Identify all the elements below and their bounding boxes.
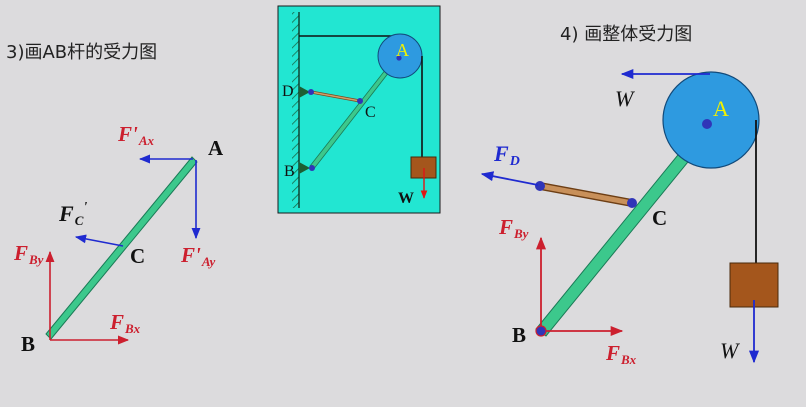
inset-weight-label: W	[398, 190, 414, 207]
inset-point-a: A	[396, 40, 409, 60]
left-point-a: A	[208, 136, 224, 160]
left-point-b: B	[21, 332, 36, 356]
right-label-fbx: FBx	[606, 341, 637, 367]
left-point-c: C	[130, 244, 146, 268]
right-label-fby: FBy	[499, 215, 529, 241]
right-pin-b	[535, 325, 547, 337]
right-point-b: B	[512, 323, 527, 347]
inset-figure	[277, 5, 441, 214]
right-point-a: A	[713, 96, 729, 121]
right-arrow-fd	[480, 171, 539, 186]
left-arrow-fc	[74, 234, 124, 247]
right-label-fd: FD	[494, 141, 520, 169]
left-rod	[45, 156, 198, 340]
inset-point-d: D	[282, 83, 294, 100]
hatched-wall-icon	[292, 12, 299, 208]
right-label-w-bottom: W	[720, 338, 739, 363]
left-label-fby: FBy	[14, 241, 44, 267]
right-point-c: C	[652, 206, 668, 230]
right-weight-block-icon	[729, 262, 779, 308]
left-label-fax: F'Ax	[118, 122, 155, 148]
right-pulley-icon	[662, 71, 760, 169]
right-fbd	[480, 68, 779, 364]
left-fbd	[45, 154, 201, 345]
right-caption: 4) 画整体受力图	[560, 24, 693, 45]
left-label-fay: F'Ay	[181, 243, 216, 269]
pin-support-icon	[299, 86, 310, 98]
right-label-w-top: W	[615, 86, 634, 111]
left-label-fbx: FBx	[110, 310, 141, 336]
inset-point-c: C	[365, 104, 376, 121]
left-caption: 3)画AB杆的受力图	[6, 42, 158, 63]
left-label-fc: FC'	[59, 200, 88, 228]
inset-point-b: B	[284, 163, 295, 180]
